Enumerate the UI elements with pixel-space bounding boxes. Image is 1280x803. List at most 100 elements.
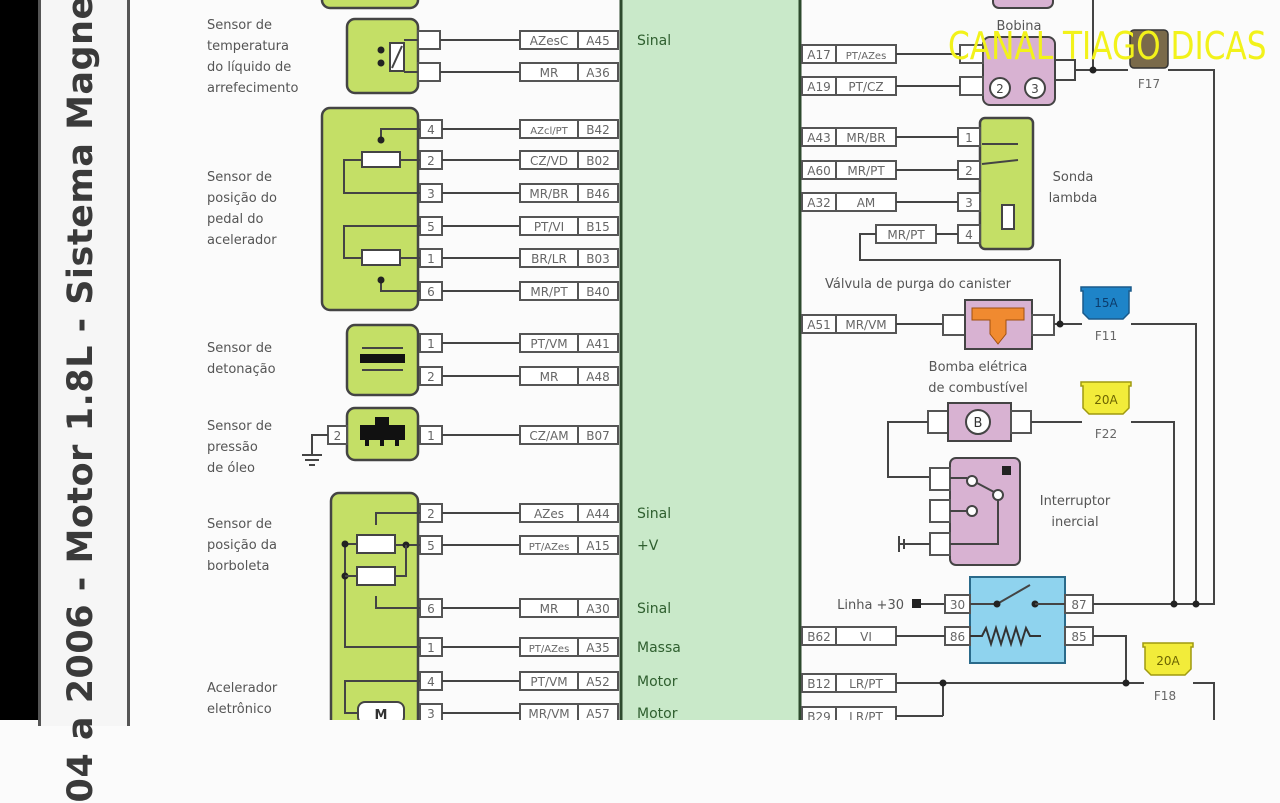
pin-box [417, 62, 441, 82]
wire-color-code: MR/PT [847, 164, 885, 178]
wire-color-code: MR/BR [529, 187, 568, 201]
ecu-pin-function: Sinal [637, 506, 671, 522]
wire-color-code: PT/AZes [529, 542, 570, 553]
switch-contact-icon [966, 475, 978, 487]
pressure-switch-leg [365, 440, 369, 446]
fuse-label: F22 [1095, 427, 1117, 441]
switch-contact-icon [966, 505, 978, 517]
ecu-pin-id: A51 [807, 318, 830, 332]
motor-label: M [375, 708, 388, 720]
wire-color-code: MR/VM [528, 707, 569, 720]
pin-box [1010, 410, 1032, 434]
fuse-f11 [1080, 286, 1132, 320]
terminal-30-icon [912, 599, 921, 608]
pin-box [927, 410, 949, 434]
ecu-pin-cell [577, 62, 619, 82]
wire-color-code: PT/VM [530, 337, 567, 351]
pin-box [929, 467, 951, 491]
label-inertia-switch: inercial [1051, 515, 1098, 530]
pin-box [942, 314, 966, 336]
knock-sensor-icon [360, 354, 405, 363]
potentiometer-icon [361, 249, 401, 266]
fuel-pump-relay [969, 576, 1066, 664]
ecu-pin-id: B12 [807, 677, 831, 691]
label-line-30: Linha +30 [837, 598, 904, 613]
sensor-label-pedal-position: posição do [207, 191, 277, 206]
label-fuel-pump: de combustível [928, 381, 1027, 396]
pin-number: 1 [965, 131, 973, 145]
ecu-pin-id: B02 [586, 154, 610, 168]
throttle-body-sensor [329, 491, 420, 720]
letterbox-bar [0, 0, 38, 720]
sensor-label-coolant-temp: arrefecimento [207, 81, 298, 96]
potentiometer-icon [356, 566, 396, 586]
pin-number: 87 [1071, 598, 1086, 612]
wire-color-code: LR/PT [849, 710, 883, 720]
wire-color-code: AZcl/PT [530, 126, 568, 137]
ecu-module [619, 0, 802, 720]
sensor-label-knock: Sensor de [207, 341, 272, 356]
relay-coil-icon [970, 624, 1041, 648]
wiper-wire [375, 512, 420, 525]
junction-dot [377, 46, 385, 54]
wire [1093, 635, 1127, 684]
ecu-pin-id: B15 [586, 220, 610, 234]
coil-terminal-icon [989, 77, 1011, 99]
junction-dot [1122, 679, 1130, 687]
pressure-switch-leg [380, 440, 384, 446]
ecu-pin-cell [577, 119, 619, 139]
ecu-pin-id: A30 [586, 602, 609, 616]
ecu-pin-id: A19 [807, 80, 830, 94]
wire [1131, 421, 1175, 605]
wire [1131, 323, 1197, 605]
ecu-pin-id: B46 [586, 187, 610, 201]
pressure-switch-icon [375, 417, 389, 427]
sensor-label-pedal-position: acelerador [207, 233, 277, 248]
pin-number: 1 [427, 337, 435, 351]
fuse-rating: 20A [1094, 393, 1118, 407]
junction-dot [377, 59, 385, 67]
ecu-pin-function: Sinal [637, 33, 671, 49]
junction-dot [1089, 66, 1097, 74]
wiper-wire [380, 280, 420, 292]
pin-number: 2 [965, 164, 973, 178]
ecu-pin-id: A15 [586, 539, 609, 553]
ecu-pin-function: +V [637, 538, 659, 554]
junction-dot [377, 276, 385, 284]
pin-number: 6 [427, 602, 435, 616]
fuse-label: F11 [1095, 329, 1117, 343]
fuse-label: F17 [1138, 77, 1160, 91]
ecu-pin-id: B62 [807, 630, 831, 644]
ground-wire [311, 434, 328, 455]
label-sonda-lambda: lambda [1049, 191, 1098, 206]
ecu-pin-cell [577, 703, 619, 720]
coil-terminal-number: 2 [996, 82, 1004, 96]
wire-color-code: PT/CZ [848, 80, 883, 94]
wire-color-code: PT/AZes [529, 644, 570, 655]
lambda-element-icon [981, 159, 1019, 165]
pump-icon [965, 409, 991, 435]
wiper-wire [380, 128, 420, 140]
pin-number: 3 [965, 196, 973, 210]
ecu-pin-id: B29 [807, 710, 831, 720]
label-inertia-switch: Interruptor [1040, 494, 1111, 509]
wire [859, 233, 1061, 322]
ecu-pin-cell [577, 30, 619, 50]
ecu-pin-cell [577, 216, 619, 236]
pin-box [929, 532, 951, 556]
wire-color-code: BR/LR [531, 252, 567, 266]
pump-symbol: B [974, 416, 983, 431]
pin-number: 2 [427, 507, 435, 521]
pin-number: 5 [427, 220, 435, 234]
